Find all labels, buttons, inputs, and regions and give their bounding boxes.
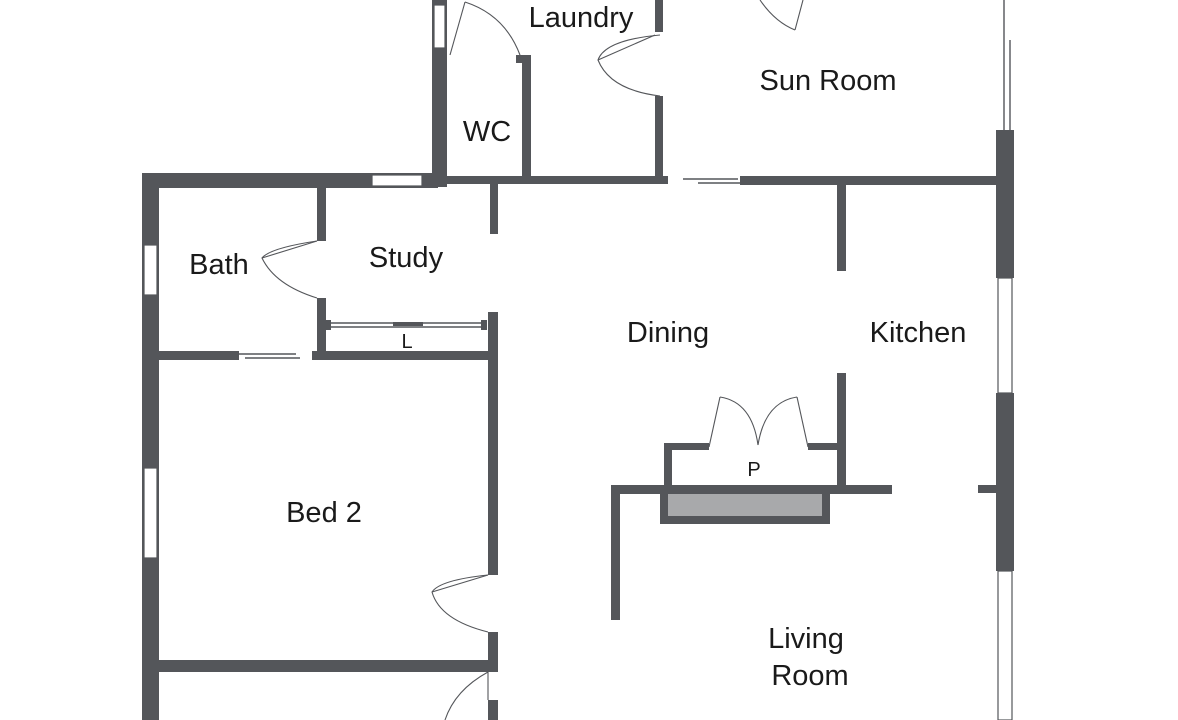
door-pantry-right-swing <box>757 396 798 446</box>
wall-bed2-south <box>159 660 498 672</box>
wall-pantry-top-left <box>664 443 709 450</box>
label-living-line1: Living <box>768 623 844 655</box>
wall-north-bedwing <box>142 173 438 188</box>
wall-pantry-west <box>664 443 672 493</box>
wall-kitchen-partition-lower <box>837 373 846 490</box>
wall-bed2-east <box>488 360 498 575</box>
door-laundry-leaf <box>597 34 656 61</box>
door-sunroom-swing <box>759 0 796 31</box>
wall-bath-study-lower <box>317 298 326 358</box>
label-bed2: Bed 2 <box>286 497 362 529</box>
wall-linen-south <box>312 351 498 360</box>
door-pantry-left-swing <box>719 396 759 446</box>
door-wc-jamb <box>516 55 531 63</box>
sliding-doors <box>239 178 740 359</box>
label-sun-room: Sun Room <box>759 65 896 97</box>
door-wc-swing <box>464 1 521 56</box>
door-sunroom-leaf <box>794 0 804 31</box>
wall-bed2-east-lower <box>488 632 498 672</box>
window-wc <box>433 4 446 49</box>
wall-laundry-east-lower <box>655 96 663 181</box>
slider-linen-post-right <box>481 320 487 330</box>
window-living-east <box>997 570 1013 720</box>
wall-bath-study <box>317 188 326 241</box>
wall-west <box>142 173 159 720</box>
wall-living-west <box>611 485 620 620</box>
label-living-line2: Room <box>771 660 848 692</box>
wall-kitchen-partition <box>837 184 846 271</box>
label-dining: Dining <box>627 317 709 349</box>
wall-laundry-east <box>655 0 663 32</box>
window-bed2 <box>143 467 158 559</box>
door-bed3-swing <box>444 671 489 720</box>
door-pantry-right-leaf <box>796 396 809 448</box>
label-bath: Bath <box>189 249 249 281</box>
door-wc-leaf <box>449 1 466 56</box>
wall-east-stub <box>978 485 1014 493</box>
wall-linen-east <box>488 312 498 360</box>
fireplace <box>660 486 830 524</box>
window-study-north <box>371 174 423 187</box>
door-bed2-leaf <box>431 574 489 593</box>
window-bath <box>143 244 158 296</box>
label-wc: WC <box>463 116 511 148</box>
wall-bed3-east <box>488 700 498 720</box>
window-kitchen-east <box>997 277 1013 394</box>
windows <box>143 0 1013 720</box>
label-study: Study <box>369 242 444 274</box>
wall-stub-study <box>490 184 498 234</box>
door-laundry-swing <box>597 34 661 97</box>
wall-wc-east <box>522 55 531 181</box>
slider-linen-post-left <box>325 320 331 330</box>
label-pantry: P <box>747 459 760 481</box>
wall-laundry-south <box>432 176 668 184</box>
wall-east-upper <box>996 130 1014 278</box>
label-linen: L <box>401 331 412 353</box>
label-laundry: Laundry <box>529 2 634 34</box>
hinged-doors <box>261 0 809 720</box>
door-bed2-swing <box>431 574 489 633</box>
door-pantry-left-leaf <box>708 396 721 448</box>
wall-east-mid <box>996 393 1014 571</box>
label-kitchen: Kitchen <box>870 317 967 349</box>
walls <box>142 0 1014 720</box>
door-bath-leaf <box>261 240 318 259</box>
room-labels: Laundry Sun Room WC Bath Study Dining Ki… <box>189 2 966 692</box>
wall-bath-south <box>159 351 239 360</box>
wall-sunroom-south <box>740 176 1002 185</box>
wall-pantry-top-right <box>808 443 846 450</box>
slider-linen-post-mid <box>393 322 423 326</box>
